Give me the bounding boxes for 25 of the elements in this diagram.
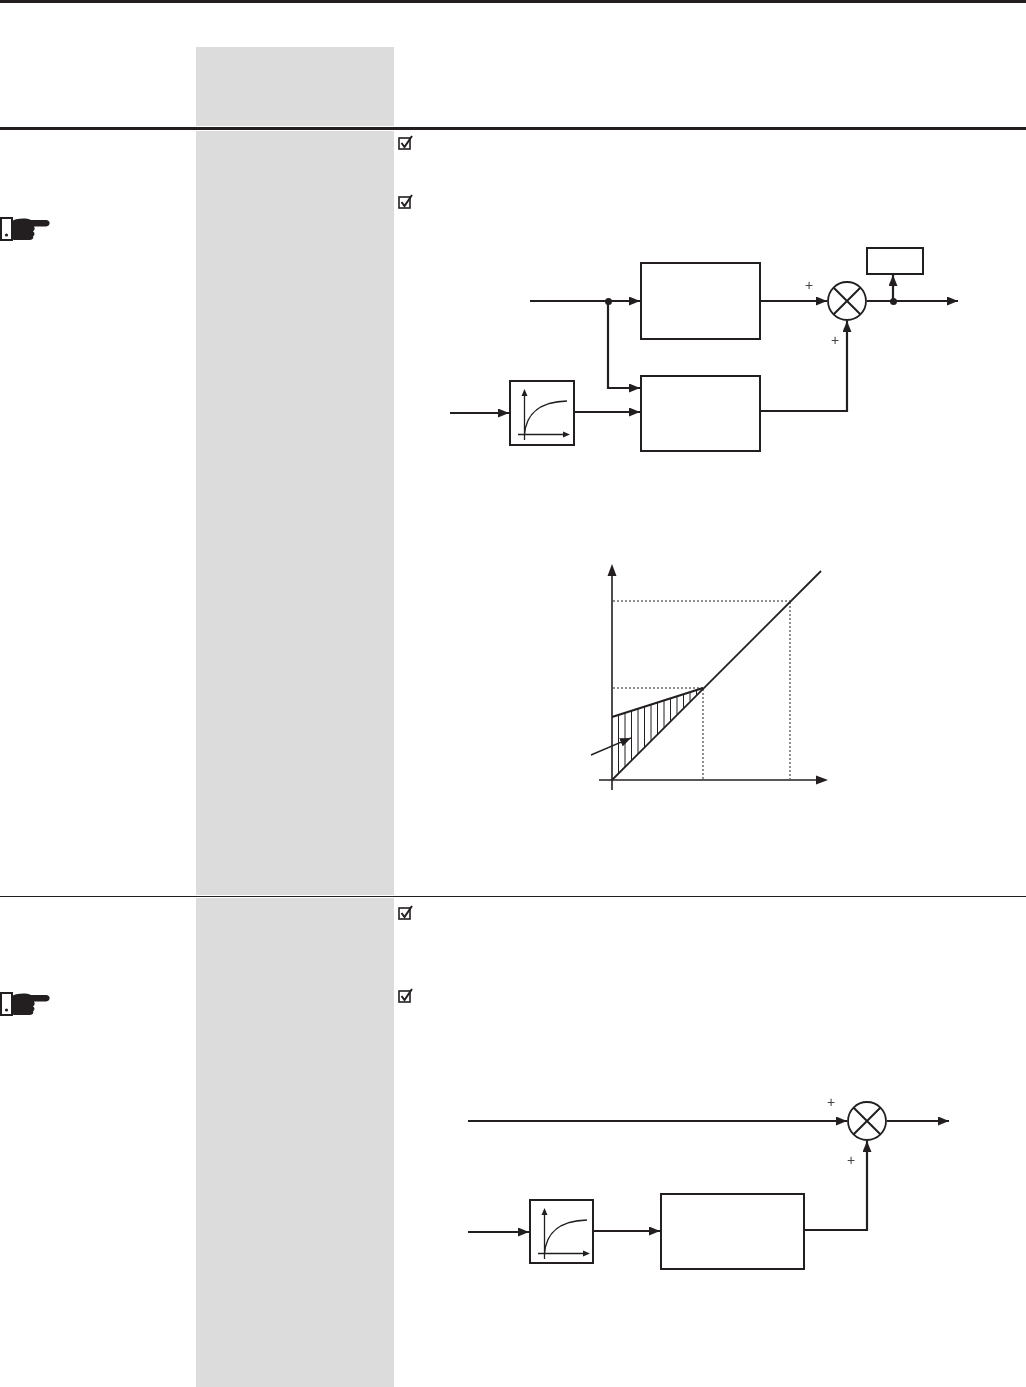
sign-label: + [847,1153,856,1167]
summing-junction [827,281,867,321]
process-block [660,1193,805,1270]
shaded-column [196,47,394,1387]
filter-block [509,380,575,446]
pointer-arrow [590,737,632,756]
signal-arrow [575,407,640,417]
signal-arrow [761,321,852,413]
signal-arrow [530,299,640,393]
small-block [866,247,924,275]
process-block [640,375,761,452]
signal-arrow [805,1141,872,1232]
filter-block [529,1199,594,1264]
signal-arrow [468,1227,529,1237]
signal-arrow [887,1116,949,1126]
signal-arrow [594,1226,660,1236]
sign-label: + [805,278,814,292]
signal-arrow [761,296,827,306]
sign-label: + [827,1095,836,1109]
summing-junction [847,1101,887,1141]
process-block [640,262,761,340]
signal-arrow [450,408,509,418]
signal-arrow [468,1116,847,1126]
signal-arrow [867,275,898,303]
sign-label: + [831,333,840,347]
